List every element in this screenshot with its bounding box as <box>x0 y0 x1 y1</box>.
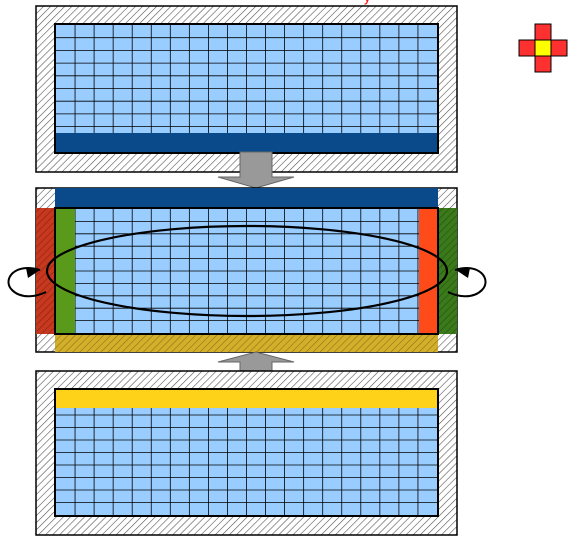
down-transfer-arrow-icon <box>217 151 295 189</box>
middle-subdomain-panel <box>35 187 458 353</box>
middle-halo-dark-blue-top <box>55 188 438 208</box>
periodic-wrap-arrow-icon <box>7 224 487 318</box>
bottom-subdomain-panel <box>35 370 458 536</box>
middle-boundary-green-left <box>56 209 75 333</box>
bottom-grid <box>56 390 437 515</box>
top-text: y <box>364 0 371 4</box>
bottom-halo-yellow-row <box>56 390 437 408</box>
top-grid <box>56 25 437 152</box>
middle-inner-border <box>54 207 439 335</box>
top-subdomain-panel <box>35 5 458 173</box>
middle-grid <box>56 209 437 333</box>
bottom-inner-border <box>54 388 439 517</box>
five-point-stencil-icon <box>518 23 568 73</box>
top-halo-dark-blue-row <box>56 133 437 152</box>
middle-boundary-orange-right <box>419 209 438 333</box>
